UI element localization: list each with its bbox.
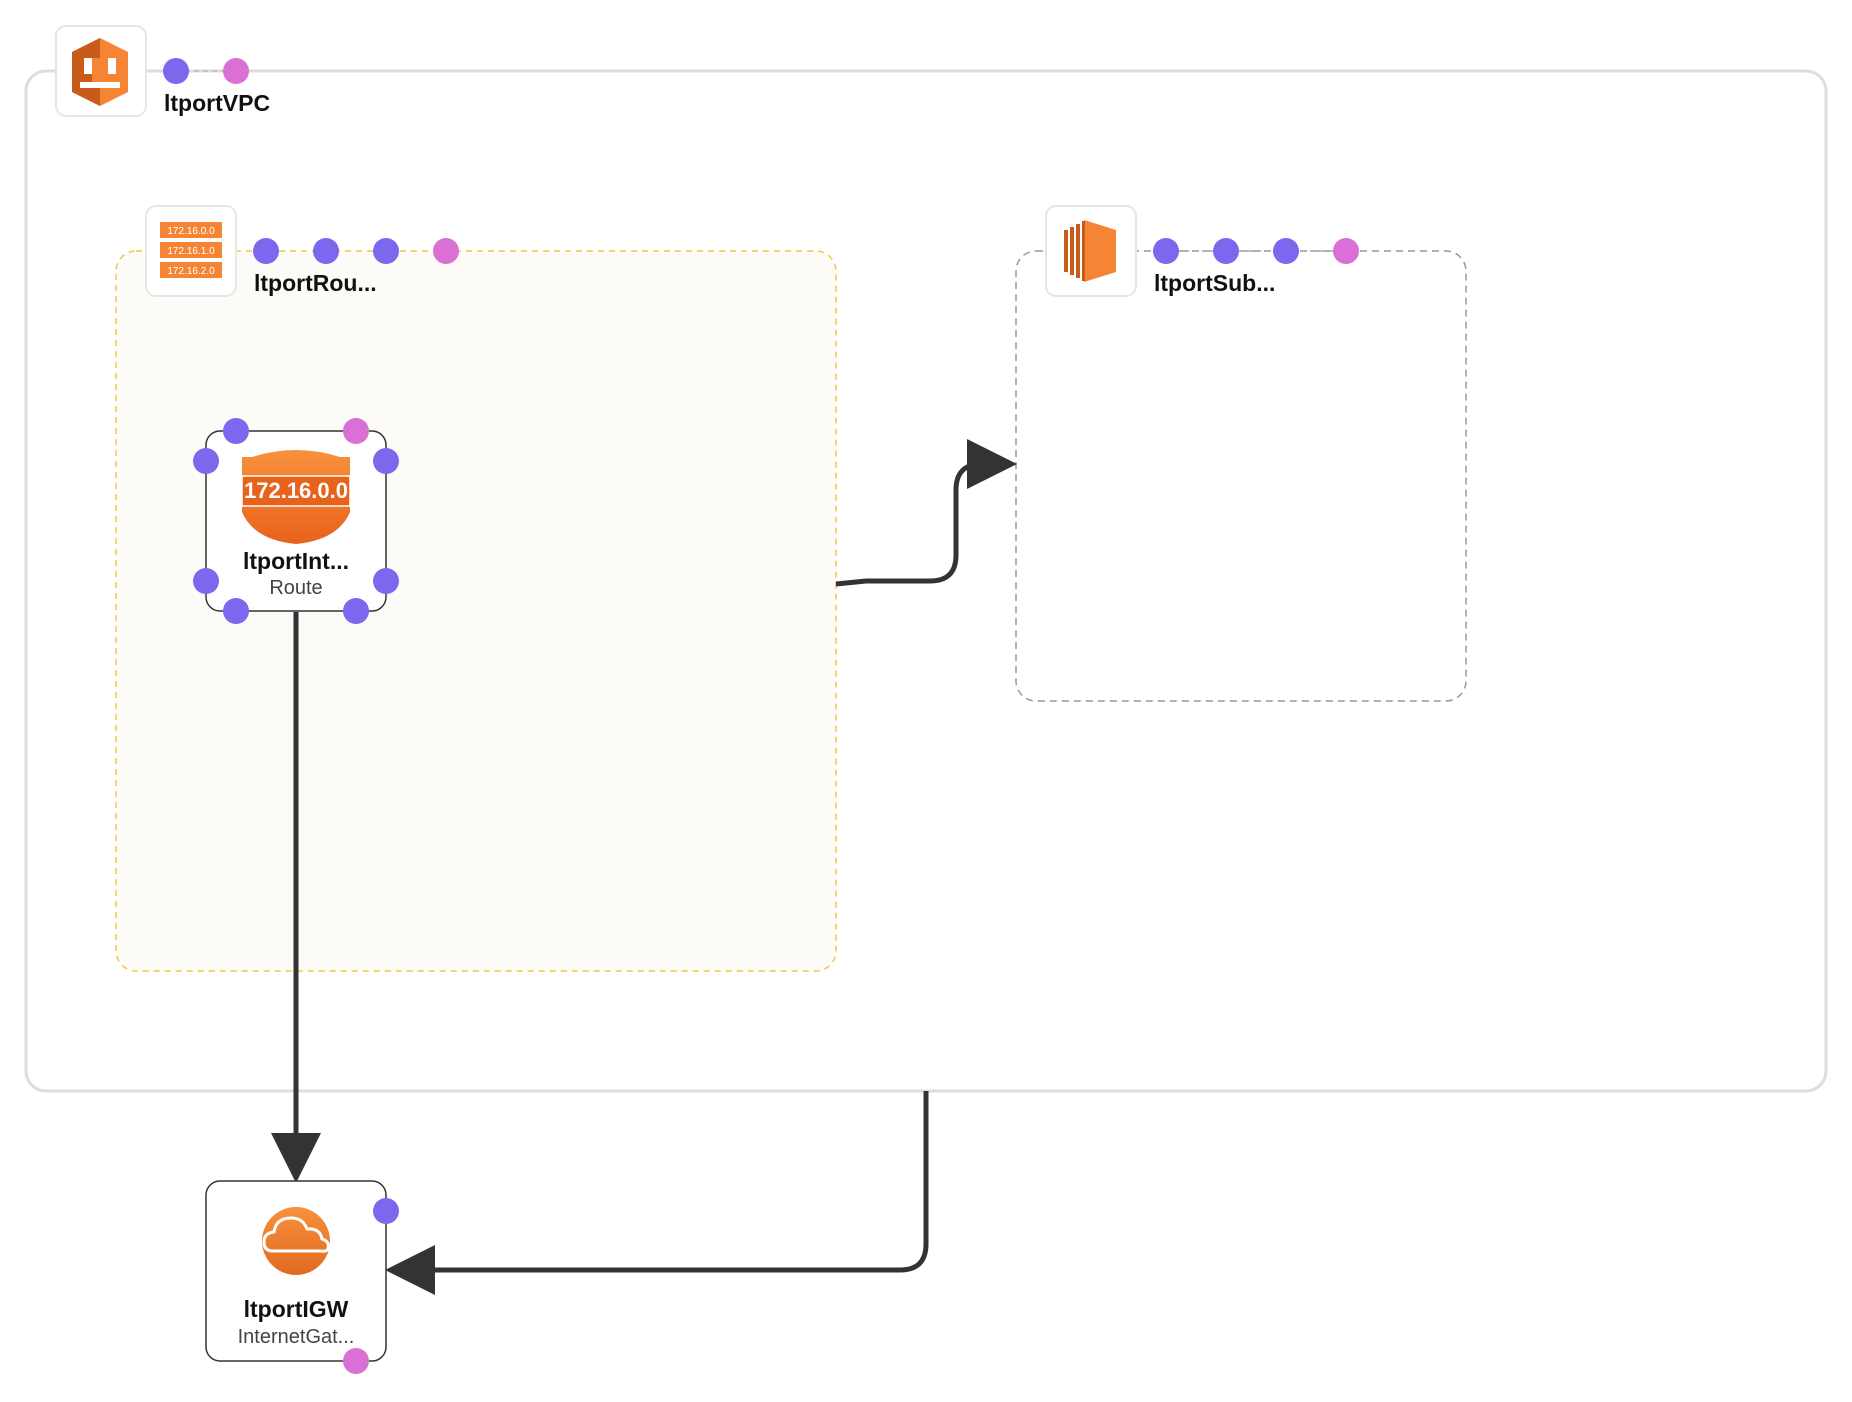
- vpc-port-in[interactable]: [163, 58, 189, 84]
- route-sublabel: Route: [269, 577, 322, 599]
- route-table-node-header[interactable]: 172.16.0.0 172.16.1.0 172.16.2.0 ltportR…: [145, 205, 459, 297]
- route-label: ltportInt...: [243, 548, 349, 574]
- route-port-left-bottom[interactable]: [193, 568, 219, 594]
- subnet-container[interactable]: [1015, 250, 1467, 702]
- route-port-right-bottom[interactable]: [373, 568, 399, 594]
- vpc-label: ltportVPC: [164, 90, 270, 116]
- route-table-icon-text-3: 172.16.2.0: [167, 266, 215, 277]
- igw-port-out[interactable]: [343, 1348, 369, 1374]
- vpc-icon: [72, 38, 128, 106]
- route-table-icon: 172.16.0.0 172.16.1.0 172.16.2.0: [160, 222, 222, 278]
- igw-port-in[interactable]: [373, 1198, 399, 1224]
- route-table-port-out[interactable]: [433, 238, 459, 264]
- route-port-bottom-right[interactable]: [343, 598, 369, 624]
- route-table-label: ltportRou...: [254, 270, 377, 296]
- vpc-port-out[interactable]: [223, 58, 249, 84]
- subnet-port-3[interactable]: [1273, 238, 1299, 264]
- route-table-icon-text-2: 172.16.1.0: [167, 246, 215, 257]
- edge-route-table-to-subnet[interactable]: [835, 439, 1017, 587]
- route-shield-icon: 172.16.0.0: [241, 450, 351, 544]
- edge-vpc-to-igw[interactable]: [385, 1091, 929, 1295]
- route-port-right-top[interactable]: [373, 448, 399, 474]
- subnet-container-border: [1015, 250, 1467, 702]
- subnet-port-out[interactable]: [1333, 238, 1359, 264]
- vpc-node-header[interactable]: ltportVPC: [55, 25, 270, 117]
- route-node[interactable]: 172.16.0.0 ltportInt... Route: [193, 418, 399, 624]
- igw-sublabel: InternetGat...: [238, 1326, 355, 1348]
- ec2-subnet-icon: [1064, 220, 1116, 282]
- subnet-node-header[interactable]: ltportSub...: [1045, 205, 1359, 297]
- igw-label: ltportIGW: [244, 1296, 349, 1322]
- subnet-port-2[interactable]: [1213, 238, 1239, 264]
- route-shield-icon-text: 172.16.0.0: [244, 478, 348, 503]
- subnet-port-1[interactable]: [1153, 238, 1179, 264]
- route-port-top-right[interactable]: [343, 418, 369, 444]
- route-table-port-3[interactable]: [373, 238, 399, 264]
- route-table-icon-text-1: 172.16.0.0: [167, 226, 215, 237]
- route-table-port-2[interactable]: [313, 238, 339, 264]
- internet-gateway-cloud-icon: [262, 1207, 330, 1275]
- subnet-label: ltportSub...: [1154, 270, 1275, 296]
- igw-node[interactable]: ltportIGW InternetGat...: [205, 1180, 399, 1374]
- route-port-left-top[interactable]: [193, 448, 219, 474]
- route-table-port-1[interactable]: [253, 238, 279, 264]
- edges-layer: [271, 439, 1017, 1295]
- route-port-bottom-left[interactable]: [223, 598, 249, 624]
- route-port-top-left[interactable]: [223, 418, 249, 444]
